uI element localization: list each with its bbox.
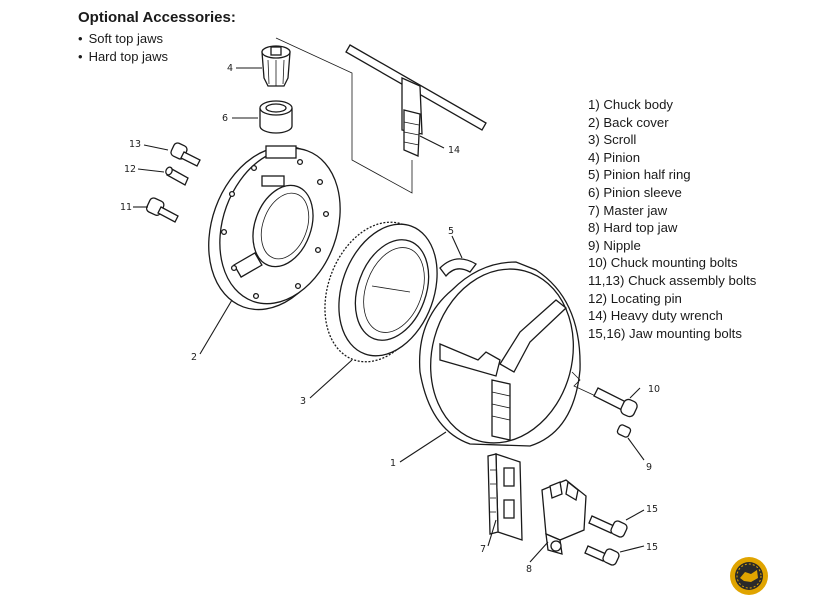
legend-item: 15,16) Jaw mounting bolts [588, 325, 742, 341]
legend-item: 1) Chuck body [588, 97, 674, 112]
accessories-list: Soft top jaws Hard top jaws [78, 30, 168, 66]
legend-item: 8) Hard top jaw [588, 220, 678, 236]
scroll-part [324, 221, 438, 363]
chuck-body-part [418, 261, 581, 447]
jaw-mounting-bolt-16 [584, 545, 620, 566]
callout-label: 3 [300, 396, 306, 407]
jaw-mounting-bolt-15 [588, 515, 628, 538]
locating-pin-12 [165, 166, 189, 186]
callout-label: 8 [526, 564, 532, 575]
callout-label: 7 [480, 544, 486, 555]
callout-label: 6 [222, 113, 228, 124]
callout-numbers: 4 6 13 12 11 14 2 3 1 5 10 9 7 8 15 15 [120, 63, 660, 575]
wrench-part [345, 44, 487, 157]
callout-label: 13 [129, 139, 141, 150]
callout-label: 10 [648, 384, 660, 395]
callout-label: 11 [120, 202, 132, 213]
legend-item: 5) Pinion half ring [588, 167, 691, 183]
legend-item: 9) Nipple [588, 237, 641, 253]
legend-item: 6) Pinion sleeve [588, 184, 682, 200]
callout-label: 2 [191, 352, 197, 363]
accessory-item: Hard top jaws [78, 48, 168, 66]
legend-item: 4) Pinion [588, 149, 641, 165]
legend-item: 2) Back cover [588, 114, 669, 130]
gear-badge-logo-icon [730, 557, 768, 595]
legend-item: 7) Master jaw [588, 202, 668, 218]
assembly-bolt-11 [145, 197, 179, 223]
callout-label: 4 [227, 63, 233, 74]
pinion-part [261, 45, 291, 87]
legend-item: 3) Scroll [588, 132, 637, 148]
pinion-sleeve-part [259, 100, 293, 134]
hard-top-jaw-part [541, 479, 587, 555]
pinion-half-ring-part [439, 258, 477, 278]
accessories-title: Optional Accessories: [78, 9, 236, 26]
master-jaw-part [487, 453, 523, 541]
callout-label: 14 [448, 145, 460, 156]
legend-item: 14) Heavy duty wrench [588, 308, 723, 324]
callout-label: 1 [390, 458, 396, 469]
chuck-mounting-bolt-10 [571, 371, 638, 418]
accessory-item: Soft top jaws [78, 30, 168, 48]
nipple-part [616, 424, 632, 438]
callout-label: 5 [448, 226, 454, 237]
legend-item: 12) Locating pin [588, 290, 682, 306]
assembly-bolt-13 [170, 142, 201, 167]
assembly-guide-line [275, 37, 413, 194]
callout-label: 15 [646, 504, 658, 515]
callout-label: 12 [124, 164, 136, 175]
legend-item: 10) Chuck mounting bolts [588, 255, 738, 271]
parts-legend: 1) Chuck body 2) Back cover 3) Scroll 4)… [588, 96, 756, 342]
legend-item: 11,13) Chuck assembly bolts [588, 272, 757, 288]
leader-lines [133, 67, 645, 563]
callout-label: 15 [646, 542, 658, 553]
callout-label: 9 [646, 462, 652, 473]
back-cover-part [208, 145, 341, 311]
